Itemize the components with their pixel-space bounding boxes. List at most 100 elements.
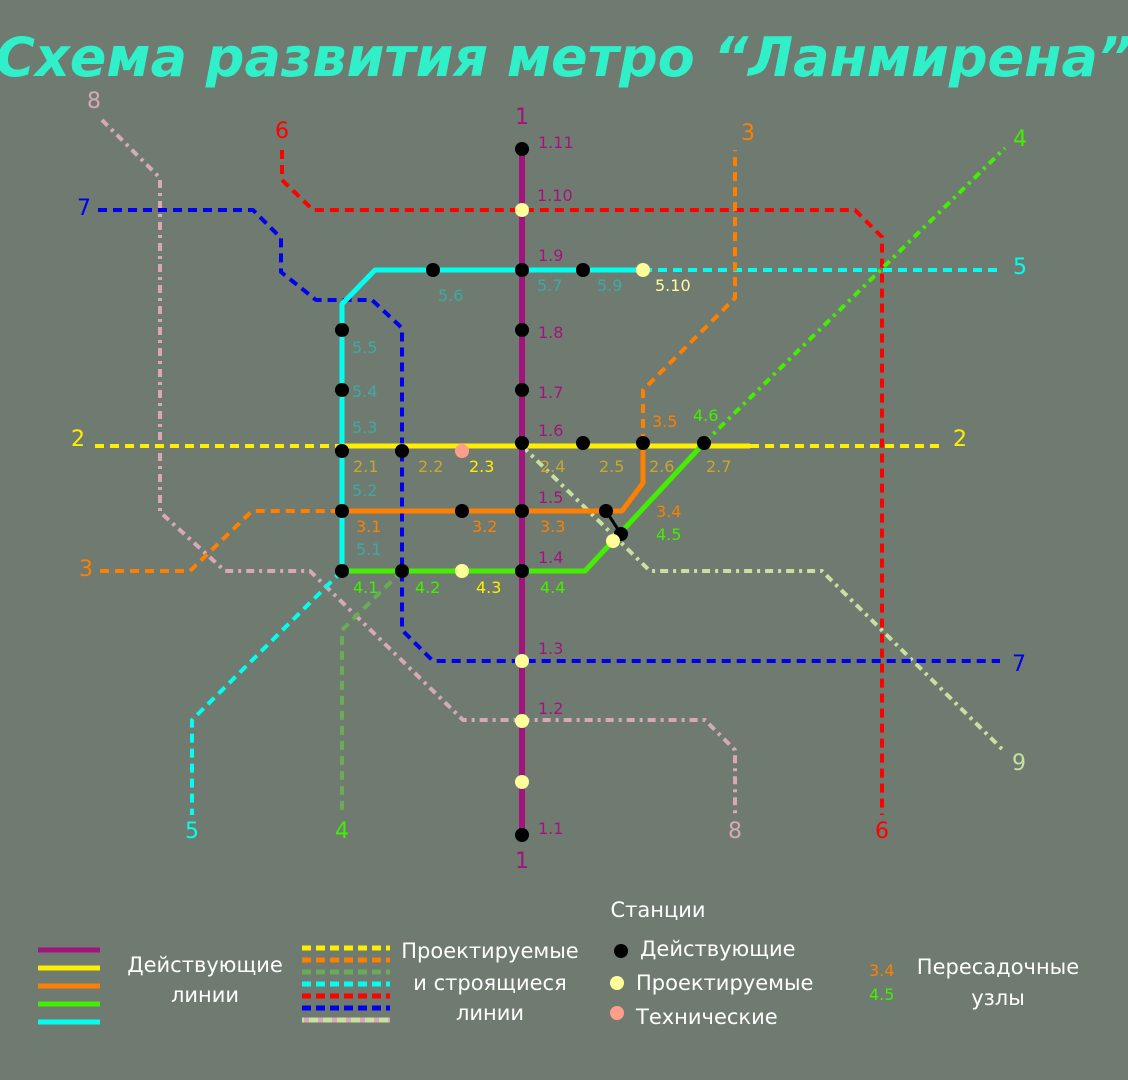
- station-1-4[interactable]: [515, 564, 529, 578]
- station-1-5[interactable]: [515, 504, 529, 518]
- station-2-2[interactable]: [395, 444, 409, 458]
- label-5-5: 5.5: [352, 338, 377, 357]
- station-2-3-technical[interactable]: [455, 444, 469, 458]
- label-1-3: 1.3: [538, 639, 563, 658]
- station-1-6[interactable]: [515, 436, 529, 450]
- legend-station-planned: Проектируемые: [636, 971, 813, 995]
- label-3-3: 3.3: [540, 517, 565, 536]
- label-3-2: 3.2: [472, 517, 497, 536]
- line-8-top-label: 8: [87, 89, 101, 114]
- line-3-left-label: 3: [79, 557, 93, 582]
- line-7-right-label: 7: [1012, 652, 1026, 677]
- label-5-9: 5.9: [597, 276, 622, 295]
- label-1-2: 1.2: [538, 699, 563, 718]
- label-1-7: 1.7: [538, 383, 563, 402]
- station-5-5[interactable]: [335, 323, 349, 337]
- label-5-1: 5.1: [356, 540, 381, 559]
- label-5-6: 5.6: [438, 286, 463, 305]
- line-4-top-label: 4: [1013, 127, 1027, 152]
- label-2-7: 2.7: [706, 457, 731, 476]
- label-2-4: 2.4: [540, 457, 565, 476]
- legend-transfer-2: узлы: [971, 986, 1025, 1010]
- line-4-planned-north: [702, 146, 1007, 445]
- station-4-2[interactable]: [395, 564, 409, 578]
- station-1-11[interactable]: [515, 142, 529, 156]
- label-3-5: 3.5: [652, 412, 677, 431]
- line-8-planned: [100, 118, 737, 815]
- legend-station-technical-dot: [610, 1006, 624, 1020]
- label-1-1: 1.1: [538, 819, 563, 838]
- station-1-1[interactable]: [515, 828, 529, 842]
- station-5-4[interactable]: [335, 383, 349, 397]
- station-5-6[interactable]: [426, 263, 440, 277]
- label-4-3: 4.3: [476, 578, 501, 597]
- line-3-active: [342, 443, 646, 514]
- label-4-4: 4.4: [540, 578, 565, 597]
- station-1-3[interactable]: [515, 654, 529, 668]
- line-1-bottom-label: 1: [515, 849, 529, 874]
- station-2-1[interactable]: [335, 444, 349, 458]
- line-4-bottom-label: 4: [335, 819, 349, 844]
- station-4-3[interactable]: [455, 564, 469, 578]
- legend-stations-heading: Станции: [610, 898, 705, 922]
- line-3-top-label: 3: [741, 121, 755, 146]
- label-4-2: 4.2: [415, 578, 440, 597]
- station-5-9[interactable]: [576, 263, 590, 277]
- legend-station-planned-dot: [610, 976, 624, 990]
- station-2-7[interactable]: [697, 436, 711, 450]
- label-2-3: 2.3: [469, 457, 494, 476]
- label-3-4: 3.4: [656, 502, 681, 521]
- legend-transfer-code-b: 4.5: [869, 985, 894, 1004]
- label-4-5: 4.5: [656, 525, 681, 544]
- legend-planned-lines-3: линии: [456, 1001, 524, 1025]
- legend-active-lines-2: линии: [171, 983, 239, 1007]
- label-5-4: 5.4: [352, 382, 377, 401]
- legend-station-active: Действующие: [640, 937, 796, 961]
- map-title: Схема развития метро “Ланмирена”: [0, 26, 1128, 89]
- station-3-1[interactable]: [335, 504, 349, 518]
- label-5-2: 5.2: [352, 481, 377, 500]
- station-1-10[interactable]: [515, 203, 529, 217]
- legend-station-active-dot: [614, 944, 628, 958]
- station-5-10[interactable]: [636, 263, 650, 277]
- legend: Действующие линии Проектируемые и строящ…: [38, 898, 1079, 1029]
- label-1-10: 1.10: [537, 186, 573, 205]
- line-1-top-label: 1: [515, 105, 529, 130]
- station-3-2[interactable]: [455, 504, 469, 518]
- label-2-2: 2.2: [418, 457, 443, 476]
- station-1-9[interactable]: [515, 263, 529, 277]
- station-1-8[interactable]: [515, 323, 529, 337]
- station-3-4[interactable]: [599, 504, 613, 518]
- label-2-1: 2.1: [353, 457, 378, 476]
- label-2-6: 2.6: [649, 457, 674, 476]
- label-1-4: 1.4: [538, 548, 563, 567]
- station-2-6[interactable]: [636, 436, 650, 450]
- line-3-planned-north: [641, 150, 737, 443]
- line-7-left-label: 7: [77, 196, 91, 221]
- legend-transfer-code-a: 3.4: [869, 961, 894, 980]
- label-1-11: 1.11: [538, 133, 574, 152]
- line-5-planned-south: [190, 569, 344, 815]
- legend-station-technical: Технические: [635, 1005, 778, 1029]
- station-1-2[interactable]: [515, 714, 529, 728]
- label-2-5: 2.5: [599, 457, 624, 476]
- label-1-5: 1.5: [538, 488, 563, 507]
- station-1-unnamed[interactable]: [515, 775, 529, 789]
- label-3-1: 3.1: [356, 517, 381, 536]
- line-5-bottom-label: 5: [185, 819, 199, 844]
- legend-planned-lines-2: и строящиеся: [413, 971, 566, 995]
- label-1-9: 1.9: [538, 246, 563, 265]
- line-4-active: [342, 441, 706, 574]
- line-8-bottom-label: 8: [728, 819, 742, 844]
- station-2-5[interactable]: [576, 436, 590, 450]
- legend-transfer-1: Пересадочные: [917, 955, 1079, 979]
- station-1-7[interactable]: [515, 383, 529, 397]
- station-9-unnamed[interactable]: [606, 534, 620, 548]
- label-5-3: 5.3: [352, 418, 377, 437]
- line-5-right-label: 5: [1013, 255, 1027, 280]
- legend-planned-lines-1: Проектируемые: [401, 939, 578, 963]
- label-5-10: 5.10: [655, 276, 691, 295]
- station-4-1[interactable]: [335, 564, 349, 578]
- line-4-planned-south: [340, 569, 404, 815]
- line-6-top-label: 6: [275, 119, 289, 144]
